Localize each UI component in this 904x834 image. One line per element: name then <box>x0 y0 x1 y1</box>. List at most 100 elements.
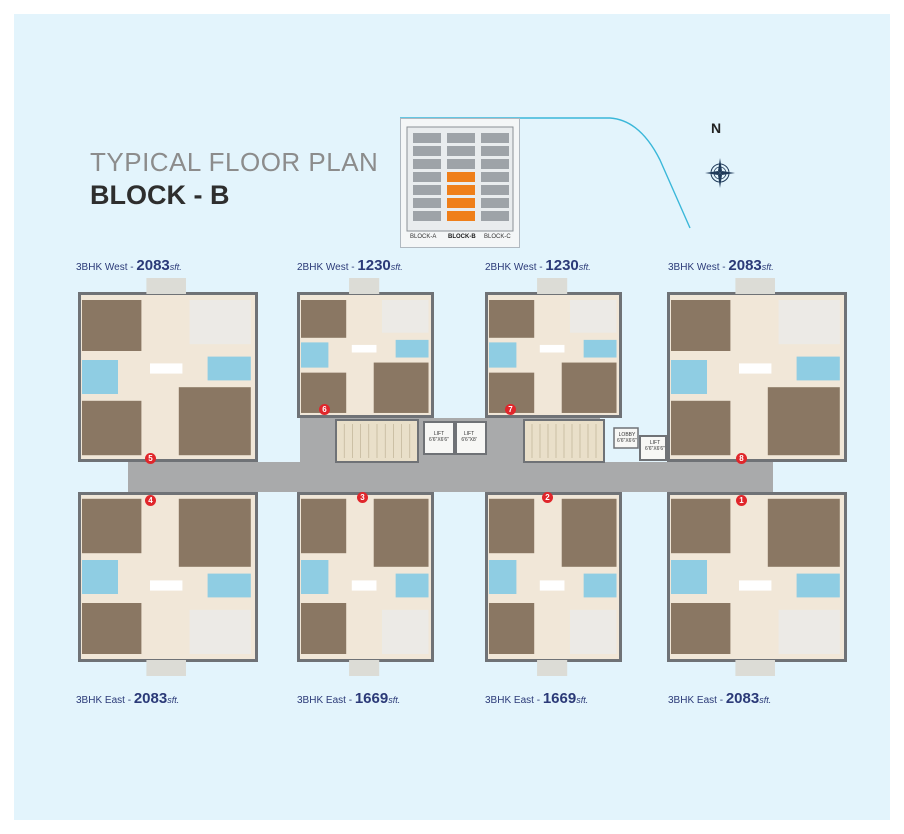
toilet <box>489 560 517 594</box>
bedroom <box>301 603 347 654</box>
bedroom <box>301 300 347 338</box>
kitchen <box>189 300 251 345</box>
kitchen <box>569 609 617 654</box>
toilet <box>583 573 617 598</box>
north-label: N <box>711 120 722 136</box>
bedroom <box>671 300 731 351</box>
toilet <box>671 560 707 594</box>
toilet <box>489 342 517 368</box>
dining-table <box>539 344 565 353</box>
toilet <box>796 573 840 598</box>
balcony <box>735 278 775 294</box>
bedroom <box>489 498 535 554</box>
key-plan-selected-unit <box>447 172 475 182</box>
key-plan-unit <box>481 146 509 156</box>
kitchen <box>381 609 429 654</box>
key-label-block-c: BLOCK-C <box>484 234 511 240</box>
apartment-7 <box>485 278 622 418</box>
dining-table <box>351 344 377 353</box>
key-plan-selected-unit <box>447 198 475 208</box>
bedroom <box>82 400 142 456</box>
balcony <box>146 278 186 294</box>
key-plan-unit <box>481 172 509 182</box>
bedroom <box>671 498 731 554</box>
balcony <box>735 660 775 676</box>
unit-label-2: 3BHK East - 1669sft. <box>485 690 589 707</box>
balcony <box>537 278 568 294</box>
bedroom <box>561 498 617 567</box>
lift-2 <box>455 421 487 455</box>
bedroom <box>82 603 142 654</box>
lift-1-label: LIFT 6'6"X6'6" <box>429 431 449 443</box>
lift-1 <box>423 421 455 455</box>
key-plan-unit <box>413 146 441 156</box>
unit-marker-7: 7 <box>505 404 516 415</box>
lift-3 <box>639 435 667 461</box>
toilet <box>671 360 707 394</box>
bedroom <box>671 603 731 654</box>
kitchen <box>189 609 251 654</box>
bedroom <box>671 400 731 456</box>
unit-marker-1: 1 <box>736 495 747 506</box>
key-plan-unit <box>413 211 441 221</box>
bedroom <box>489 300 535 338</box>
bedroom <box>373 362 429 413</box>
balcony <box>537 660 568 676</box>
key-plan <box>400 118 520 248</box>
unit-marker-3: 3 <box>357 492 368 503</box>
balcony <box>349 660 380 676</box>
apartment-2 <box>485 492 622 676</box>
unit-marker-2: 2 <box>542 492 553 503</box>
apartment-3 <box>297 492 434 676</box>
bedroom <box>82 300 142 351</box>
key-plan-unit <box>481 211 509 221</box>
key-plan-unit <box>481 133 509 143</box>
unit-marker-4: 4 <box>145 495 156 506</box>
bedroom <box>178 498 251 567</box>
key-plan-unit <box>481 159 509 169</box>
unit-marker-8: 8 <box>736 453 747 464</box>
toilet <box>395 339 429 358</box>
kitchen <box>381 300 429 333</box>
apartment-1 <box>667 492 847 676</box>
key-plan-unit <box>413 133 441 143</box>
unit-label-4: 3BHK East - 2083sft. <box>76 690 180 707</box>
unit-label-3: 3BHK East - 1669sft. <box>297 690 401 707</box>
toilet <box>82 360 118 394</box>
bedroom <box>178 387 251 456</box>
dining-table <box>351 580 377 591</box>
kitchen <box>569 300 617 333</box>
key-plan-drawing <box>406 126 514 232</box>
bedroom <box>767 498 840 567</box>
unit-marker-6: 6 <box>319 404 330 415</box>
bedroom <box>301 498 347 554</box>
title-block: BLOCK - B <box>90 180 230 210</box>
unit-marker-5: 5 <box>145 453 156 464</box>
key-plan-unit <box>447 133 475 143</box>
unit-label-7: 2BHK West - 1230sft. <box>485 257 591 274</box>
key-plan-unit <box>481 198 509 208</box>
dining-table <box>150 580 183 591</box>
lobby-label: LOBBY 6'6"X6'6" <box>617 432 637 444</box>
key-label-block-b: BLOCK-B <box>448 234 476 240</box>
key-plan-unit <box>413 185 441 195</box>
key-plan-selected-unit <box>447 185 475 195</box>
toilet <box>395 573 429 598</box>
unit-label-5: 3BHK West - 2083sft. <box>76 257 182 274</box>
lift-3-label: LIFT 6'6"X6'6" <box>645 440 665 452</box>
key-plan-unit <box>481 185 509 195</box>
toilet <box>583 339 617 358</box>
apartment-4 <box>78 492 258 676</box>
toilet <box>207 356 251 381</box>
title-typical-floor-plan: TYPICAL FLOOR PLAN <box>90 147 379 177</box>
bedroom <box>767 387 840 456</box>
key-plan-unit <box>447 159 475 169</box>
unit-label-8: 3BHK West - 2083sft. <box>668 257 774 274</box>
apartment-5 <box>78 278 258 462</box>
toilet <box>301 560 329 594</box>
bedroom <box>82 498 142 554</box>
key-plan-unit <box>413 159 441 169</box>
toilet <box>207 573 251 598</box>
compass-icon <box>705 158 735 188</box>
